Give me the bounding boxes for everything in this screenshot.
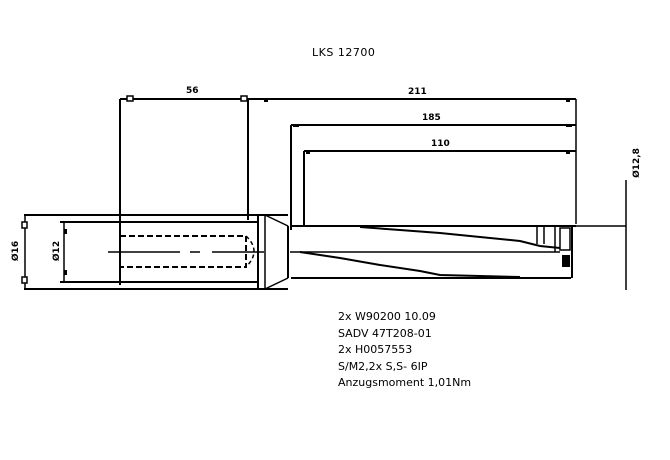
dim-cutting-diameter: Ø12,8 [631, 148, 642, 178]
drawing-title: LKS 12700 [312, 46, 376, 59]
note-line: 2x W90200 10.09 [338, 310, 436, 323]
dim-shank-inner-diameter: Ø12 [52, 240, 63, 262]
note-line: SADV 47T208-01 [338, 326, 432, 340]
dim-flute-length: 110 [431, 139, 450, 149]
part-notes: 2x W90200 10.09 SADV 47T208-01 2x H00575… [338, 309, 471, 392]
note-line: 2x H0057553 [338, 343, 413, 356]
dim-shank-outer-diameter: Ø16 [11, 240, 22, 262]
dim-overall-length: 211 [408, 87, 427, 97]
note-line: Anzugsmoment 1,01Nm [338, 376, 472, 389]
note-line: S/M2,2x S,S- 6IP [338, 359, 428, 373]
dim-shank-length: 56 [186, 86, 199, 96]
dim-body-length: 185 [422, 113, 441, 123]
